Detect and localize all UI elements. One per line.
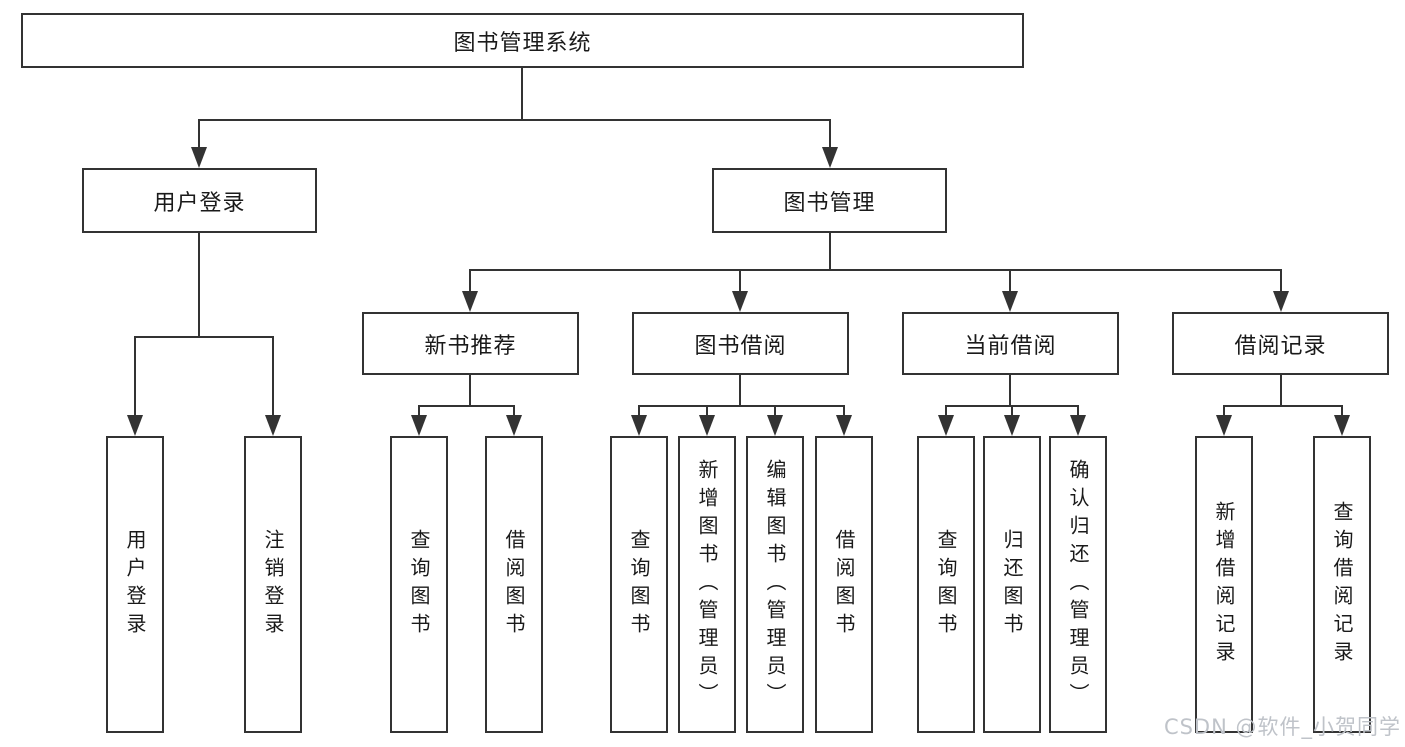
leaf-label: 新增图书（管理员） <box>695 458 719 711</box>
node-book-management: 图书管理 <box>712 168 947 233</box>
leaf-user-login: 用户登录 <box>106 436 164 733</box>
leaf-records-query-record: 查询借阅记录 <box>1313 436 1371 733</box>
leaf-label: 借阅图书 <box>502 528 526 641</box>
leaf-label: 借阅图书 <box>832 528 856 641</box>
node-book-borrow: 图书借阅 <box>632 312 849 375</box>
leaf-borrow-add-books-admin: 新增图书（管理员） <box>678 436 736 733</box>
leaf-current-confirm-return-admin: 确认归还（管理员） <box>1049 436 1107 733</box>
leaf-logout: 注销登录 <box>244 436 302 733</box>
connector-path <box>134 68 1343 421</box>
leaf-label: 新增借阅记录 <box>1212 500 1236 669</box>
node-current-borrow: 当前借阅 <box>902 312 1119 375</box>
arrowhead-icons <box>127 147 1350 436</box>
leaf-label: 用户登录 <box>123 528 147 641</box>
leaf-label: 查询图书 <box>934 528 958 641</box>
csdn-watermark: CSDN @软件_小贺同学 <box>1163 715 1401 739</box>
node-library-management-system: 图书管理系统 <box>21 13 1024 68</box>
node-borrow-records: 借阅记录 <box>1172 312 1389 375</box>
leaf-borrow-edit-books-admin: 编辑图书（管理员） <box>746 436 804 733</box>
leaf-label: 归还图书 <box>1000 528 1024 641</box>
leaf-newbook-query-books: 查询图书 <box>390 436 448 733</box>
node-user-login: 用户登录 <box>82 168 317 233</box>
leaf-current-query-books: 查询图书 <box>917 436 975 733</box>
leaf-label: 查询借阅记录 <box>1330 500 1354 669</box>
leaf-borrow-query-books: 查询图书 <box>610 436 668 733</box>
leaf-label: 确认归还（管理员） <box>1066 458 1090 711</box>
leaf-label: 编辑图书（管理员） <box>763 458 787 711</box>
node-new-book-recommend: 新书推荐 <box>362 312 579 375</box>
leaf-current-return-books: 归还图书 <box>983 436 1041 733</box>
leaf-label: 查询图书 <box>407 528 431 641</box>
leaf-borrow-borrow-books: 借阅图书 <box>815 436 873 733</box>
leaf-newbook-borrow-books: 借阅图书 <box>485 436 543 733</box>
leaf-records-add-record: 新增借阅记录 <box>1195 436 1253 733</box>
leaf-label: 查询图书 <box>627 528 651 641</box>
leaf-label: 注销登录 <box>261 528 285 641</box>
